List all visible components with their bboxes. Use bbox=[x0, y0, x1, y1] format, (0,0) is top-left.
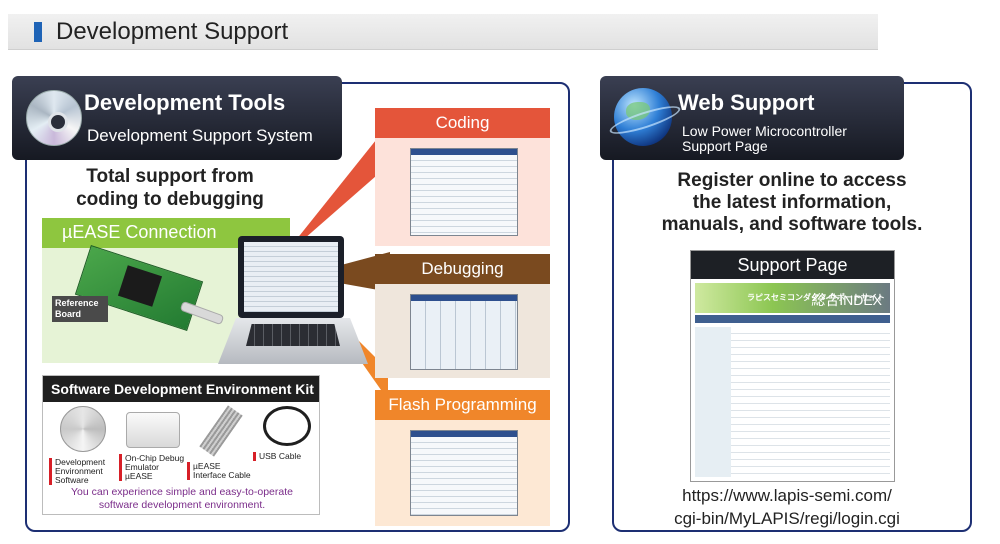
kit-item-label: µEASE Interface Cable bbox=[187, 462, 255, 480]
url-line-1: https://www.lapis-semi.com/ bbox=[682, 486, 892, 505]
subtitle-line-2: Support Page bbox=[682, 138, 768, 154]
support-site-nav bbox=[695, 315, 890, 323]
reference-board-label: Reference Board bbox=[52, 296, 108, 322]
kit-item-usb-cable: USB Cable bbox=[253, 406, 321, 461]
ribbon-cable-icon bbox=[199, 405, 243, 457]
support-index-text: 総合INDEX bbox=[811, 292, 882, 308]
kit-note: You can experience simple and easy-to-op… bbox=[51, 486, 313, 512]
cd-icon bbox=[26, 90, 82, 146]
development-tools-tab: Development Tools Development Support Sy… bbox=[12, 76, 342, 160]
subtitle-line-1: Low Power Microcontroller bbox=[682, 123, 847, 139]
kit-item-label: Development Environment Software bbox=[49, 458, 117, 485]
kit-item-label: USB Cable bbox=[253, 452, 321, 461]
web-support-subtitle: Low Power Microcontroller Support Page bbox=[682, 124, 892, 154]
kit-item-interface-cable: µEASE Interface Cable bbox=[187, 405, 255, 480]
kit-note-line-2: software development environment. bbox=[98, 499, 266, 511]
development-tools-title: Development Tools bbox=[84, 90, 286, 115]
stage-debugging-panel bbox=[375, 284, 550, 378]
window-titlebar bbox=[411, 431, 517, 437]
header-accent-mark bbox=[34, 22, 42, 42]
register-line-3: manuals, and software tools. bbox=[661, 214, 923, 235]
stage-coding-header: Coding bbox=[375, 108, 550, 138]
kit-title: Software Development Environment Kit bbox=[43, 376, 319, 402]
coding-screenshot bbox=[410, 148, 518, 236]
software-kit-box: Software Development Environment Kit Dev… bbox=[42, 375, 320, 515]
kit-item-emulator: On-Chip Debug Emulator µEASE bbox=[119, 406, 187, 481]
headline-line-2: coding to debugging bbox=[76, 189, 264, 210]
url-line-2: cgi-bin/MyLAPIS/regi/login.cgi bbox=[674, 509, 900, 528]
emulator-icon bbox=[126, 412, 180, 448]
support-banner-text: ラピスセミコンダクタ サポートサイト bbox=[747, 293, 885, 302]
uease-connection-label: µEASE Connection bbox=[42, 218, 290, 248]
register-line-2: the latest information, bbox=[692, 192, 892, 213]
register-headline: Register online to access the latest inf… bbox=[632, 170, 952, 236]
window-titlebar bbox=[411, 149, 517, 155]
headline-line-1: Total support from bbox=[86, 166, 254, 187]
window-titlebar bbox=[411, 295, 517, 301]
page-title: Development Support bbox=[56, 18, 289, 45]
register-line-1: Register online to access bbox=[677, 170, 907, 191]
support-url-link[interactable]: https://www.lapis-semi.com/ cgi-bin/MyLA… bbox=[632, 484, 942, 530]
section-header: Development Support bbox=[8, 14, 878, 50]
stage-debugging-header: Debugging bbox=[375, 254, 550, 284]
laptop-screen bbox=[238, 236, 344, 318]
support-page-preview[interactable]: Support Page ラピスセミコンダクタ サポートサイト 総合INDEX bbox=[690, 250, 895, 482]
laptop-keyboard bbox=[246, 324, 340, 346]
cd-icon bbox=[60, 406, 106, 452]
globe-icon bbox=[614, 88, 672, 146]
support-site-body bbox=[695, 327, 890, 477]
debugging-screenshot bbox=[410, 294, 518, 370]
stage-flash-panel bbox=[375, 420, 550, 526]
development-tools-subtitle: Development Support System bbox=[87, 126, 313, 145]
total-support-headline: Total support from coding to debugging bbox=[40, 165, 300, 211]
support-page-title: Support Page bbox=[691, 251, 894, 279]
support-site-banner: ラピスセミコンダクタ サポートサイト 総合INDEX bbox=[695, 283, 890, 313]
stage-flash-header: Flash Programming bbox=[375, 390, 550, 420]
kit-item-label: On-Chip Debug Emulator µEASE bbox=[119, 454, 187, 481]
web-support-title: Web Support bbox=[678, 90, 815, 115]
usb-cable-icon bbox=[263, 406, 311, 446]
flash-screenshot bbox=[410, 430, 518, 516]
stage-coding-panel bbox=[375, 138, 550, 246]
laptop-screen-content bbox=[244, 242, 338, 312]
kit-item-software: Development Environment Software bbox=[49, 406, 117, 485]
web-support-tab: Web Support Low Power Microcontroller Su… bbox=[600, 76, 904, 160]
kit-note-line-1: You can experience simple and easy-to-op… bbox=[70, 486, 293, 498]
